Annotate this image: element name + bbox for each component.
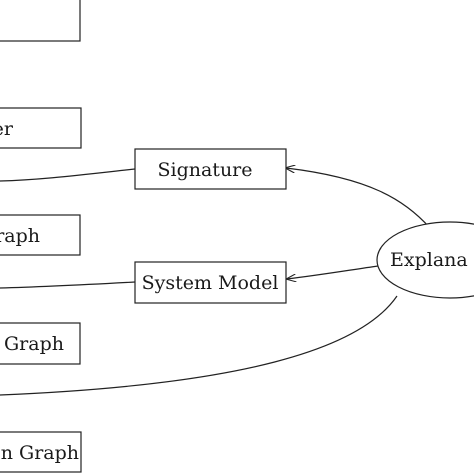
svg-text:Graph: Graph <box>4 333 64 355</box>
edge-explanation-to-left <box>0 295 398 396</box>
left-box-5: n Graph <box>0 431 82 473</box>
edge-explanation-to-signature <box>286 168 431 229</box>
node-explanation: Explana <box>376 221 474 299</box>
left-box-3: raph <box>0 214 81 256</box>
left-box-4: Graph <box>0 322 81 365</box>
left-box-2: er <box>0 107 82 149</box>
node-signature: Signature <box>134 148 287 190</box>
svg-text:raph: raph <box>0 225 40 247</box>
edge-signature-to-left <box>0 168 136 182</box>
edge-system-model-to-left <box>0 281 136 289</box>
node-system-model: System Model <box>134 261 287 304</box>
left-box-1 <box>0 0 81 42</box>
svg-text:n Graph: n Graph <box>1 442 79 464</box>
svg-text:Explana: Explana <box>390 249 468 271</box>
svg-text:Signature: Signature <box>157 159 252 181</box>
svg-text:System Model: System Model <box>142 272 279 294</box>
edge-explanation-to-system-model <box>287 265 379 279</box>
svg-text:er: er <box>0 118 14 140</box>
